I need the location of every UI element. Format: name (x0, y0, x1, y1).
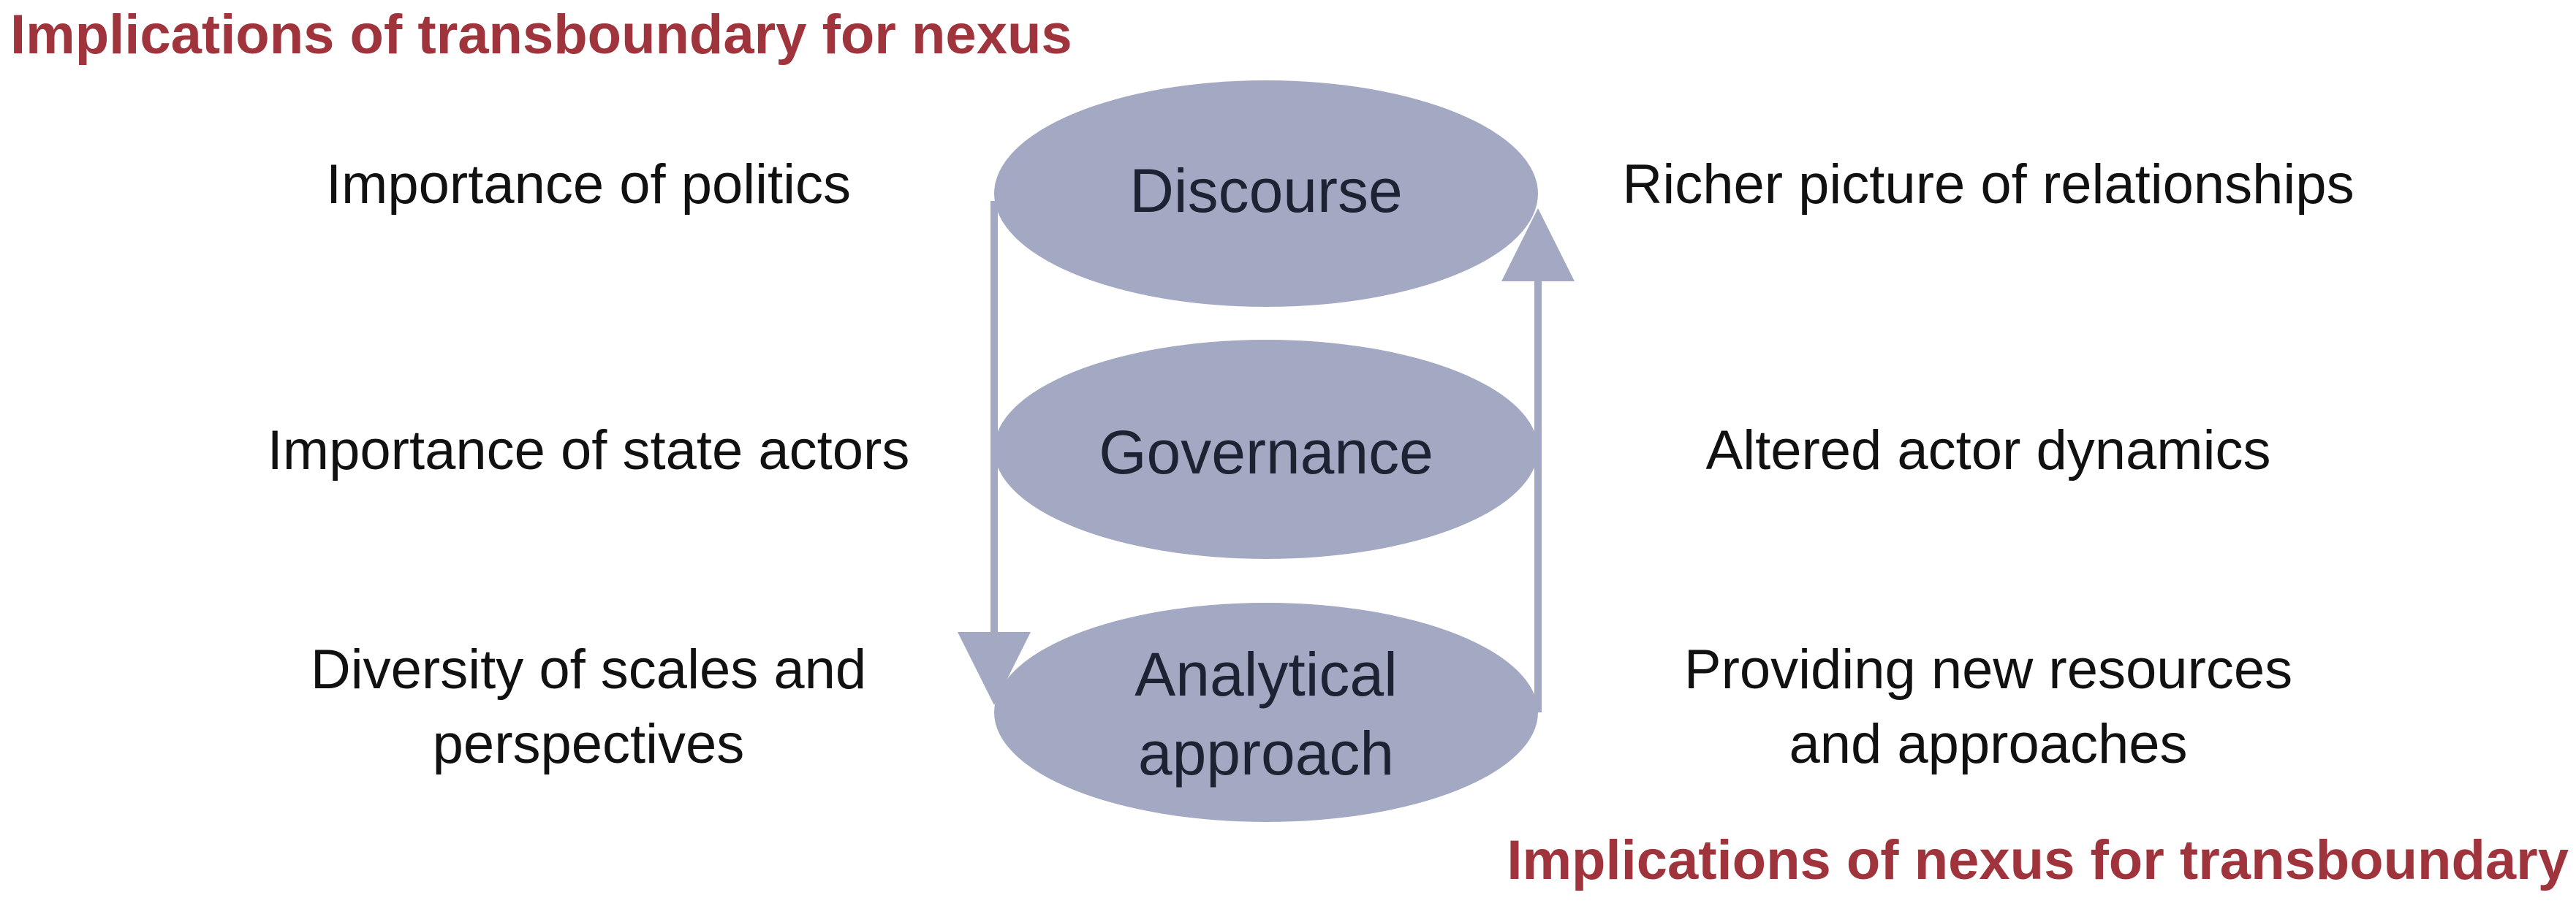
right-item-actor-dynamics: Altered actor dynamics (1706, 414, 2271, 488)
left-item-state-actors-line-1: Importance of state actors (267, 419, 910, 481)
node-label-discourse: Discourse (1129, 156, 1402, 225)
left-item-scales-line-1: Diversity of scales and (310, 639, 867, 701)
left-item-politics: Importance of politics (326, 148, 851, 222)
node-analytical-approach (994, 603, 1538, 822)
heading-nexus-for-transboundary: Implications of nexus for transboundary (1507, 829, 2569, 891)
left-item-scales: Diversity of scales and perspectives (311, 633, 866, 782)
node-discourse (994, 80, 1538, 307)
left-item-state-actors: Importance of state actors (268, 414, 910, 488)
left-item-politics-line-1: Importance of politics (325, 153, 852, 216)
right-item-resources-line-2: and approaches (1789, 713, 2188, 775)
heading-transboundary-for-nexus: Implications of transboundary for nexus (10, 4, 1072, 66)
right-item-relationships-line-1: Richer picture of relationships (1622, 153, 2355, 216)
left-item-scales-line-2: perspectives (432, 713, 745, 775)
right-item-resources-line-1: Providing new resources (1683, 639, 2293, 701)
right-item-resources: Providing new resources and approaches (1684, 633, 2292, 782)
right-item-actor-dynamics-line-1: Altered actor dynamics (1705, 419, 2271, 481)
right-item-relationships: Richer picture of relationships (1622, 148, 2354, 222)
node-label-analytical-line-2: approach (1138, 719, 1394, 788)
node-label-governance: Governance (1099, 418, 1433, 487)
node-governance (994, 340, 1538, 559)
node-label-analytical-line-1: Analytical (1134, 640, 1398, 709)
